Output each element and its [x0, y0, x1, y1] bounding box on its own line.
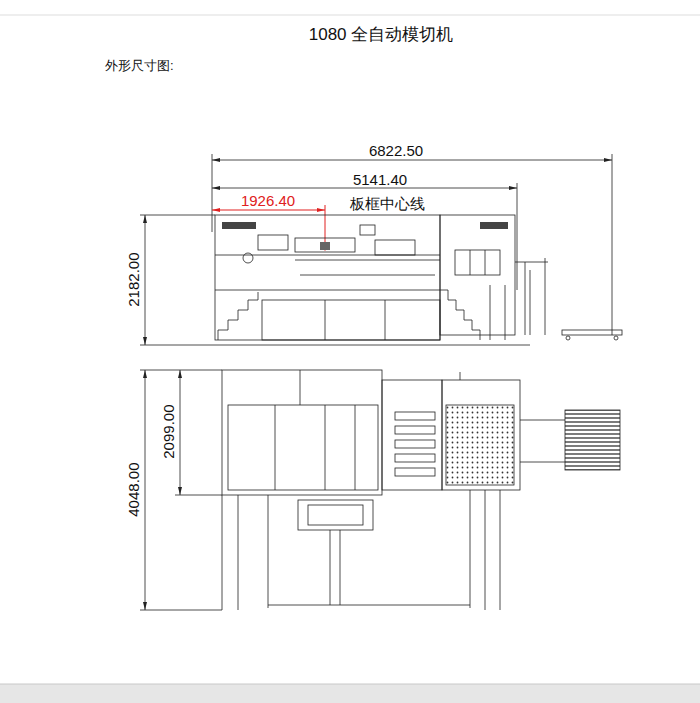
dimension-value: 4048.00 [125, 463, 142, 517]
dimension-value: 1926.40 [241, 192, 295, 209]
page-title: 1080 全自动模切机 [309, 25, 454, 45]
dimension-value: 5141.40 [353, 171, 407, 188]
dimension-value: 2099.00 [160, 405, 177, 459]
dimension-value: 2182.00 [125, 253, 142, 307]
section-heading: 外形尺寸图: [105, 59, 174, 74]
dimension-value: 6822.50 [369, 142, 423, 159]
centerline-note: 板框中心线 [350, 196, 425, 213]
